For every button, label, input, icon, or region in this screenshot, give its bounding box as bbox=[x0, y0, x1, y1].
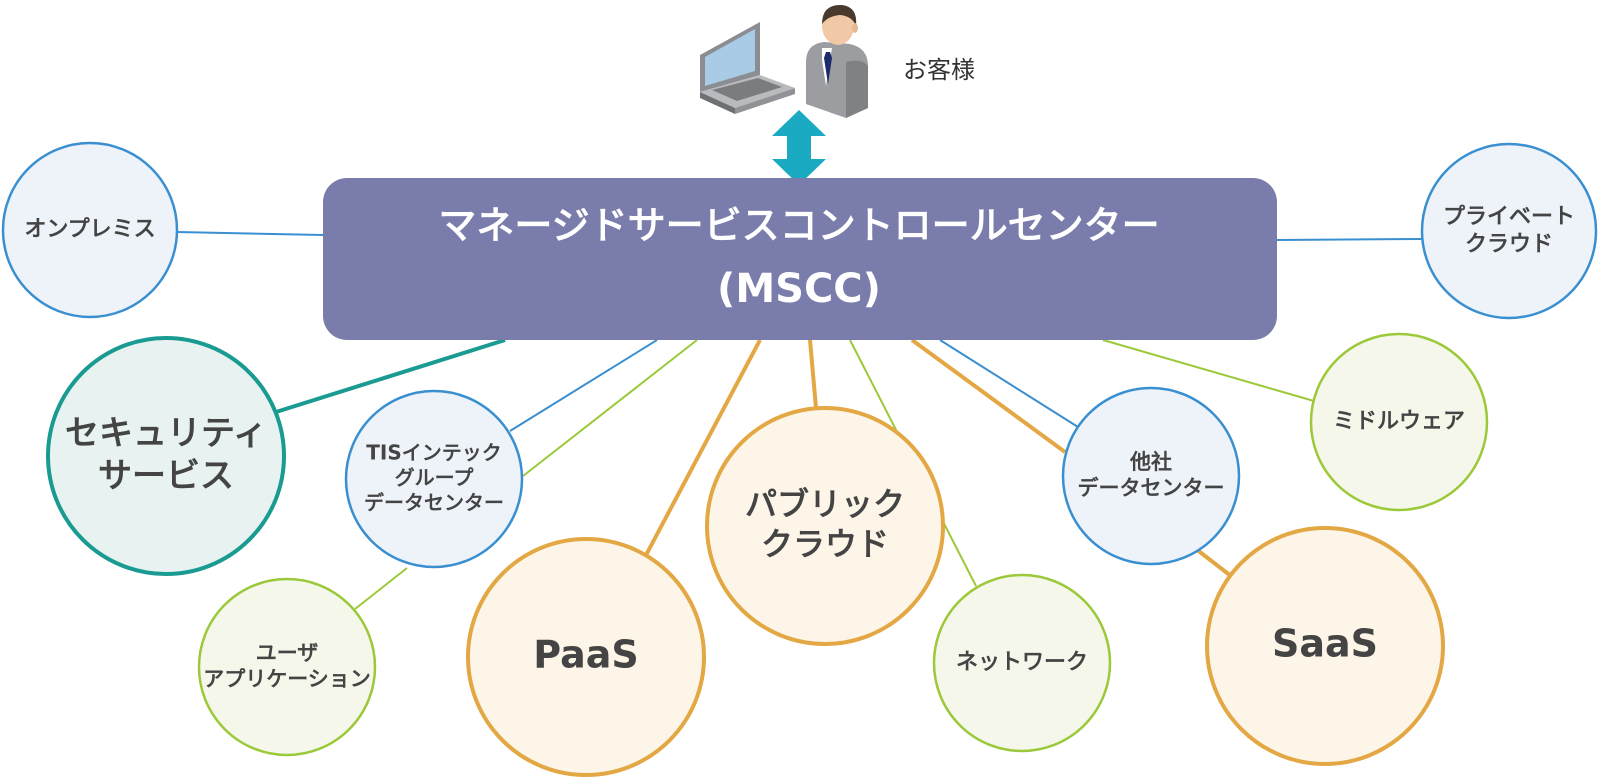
node-circle bbox=[197, 577, 377, 757]
node-label-line: グループ bbox=[395, 466, 475, 490]
node-label-line: クラウド bbox=[1465, 232, 1553, 257]
node-label-line: TISインテック bbox=[366, 441, 502, 465]
node-circle bbox=[466, 537, 706, 777]
connector-middleware bbox=[1102, 339, 1315, 402]
center-title-line1: マネージドサービスコントロールセンター bbox=[438, 204, 1159, 248]
connector-paas bbox=[643, 339, 762, 558]
node-saas: SaaS bbox=[1205, 526, 1445, 766]
center-title-line2: (MSCC) bbox=[717, 266, 881, 312]
customer-label: お客様 bbox=[903, 56, 975, 84]
connector-public-cloud bbox=[808, 339, 818, 409]
node-paas: PaaS bbox=[466, 537, 706, 777]
node-label-line: セキュリティ bbox=[65, 413, 267, 453]
laptop-icon bbox=[700, 22, 795, 114]
node-label-line: アプリケーション bbox=[203, 667, 371, 691]
node-label-line: データセンター bbox=[364, 491, 504, 515]
node-label-line: 他社 bbox=[1129, 450, 1172, 474]
center-box: マネージドサービスコントロールセンター (MSCC) bbox=[323, 178, 1277, 340]
node-label-line: サービス bbox=[98, 456, 234, 496]
node-label-line: プライベート bbox=[1443, 204, 1575, 229]
node-circle bbox=[1061, 386, 1241, 566]
connector-saas bbox=[910, 338, 1067, 454]
node-circle bbox=[1309, 332, 1489, 512]
node-label-line: SaaS bbox=[1272, 622, 1378, 666]
connector-user-application bbox=[354, 567, 408, 610]
node-label-line: ミドルウェア bbox=[1333, 409, 1465, 434]
connector-lines bbox=[176, 231, 1423, 610]
node-on-premises: オンプレミス bbox=[1, 141, 179, 319]
node-circle bbox=[1420, 142, 1598, 320]
node-label-line: オンプレミス bbox=[24, 217, 155, 242]
node-label-line: クラウド bbox=[761, 525, 889, 563]
node-circle bbox=[344, 389, 524, 569]
connector-on-premises bbox=[176, 231, 324, 236]
node-label-line: ネットワーク bbox=[956, 650, 1088, 675]
connector-extra-1 bbox=[1194, 547, 1233, 578]
node-circle bbox=[1, 141, 179, 319]
node-middleware: ミドルウェア bbox=[1309, 332, 1489, 512]
node-label-line: パブリック bbox=[745, 485, 905, 523]
node-circles: オンプレミスプライベートクラウドセキュリティサービスTISインテックグループデー… bbox=[1, 141, 1598, 777]
connector-tis-datacenter bbox=[509, 339, 658, 432]
person-icon bbox=[806, 4, 868, 118]
connector-security-service bbox=[275, 338, 506, 414]
node-label-line: データセンター bbox=[1078, 476, 1225, 500]
node-circle bbox=[705, 406, 945, 646]
connector-other-datacenter bbox=[939, 339, 1079, 428]
node-label-line: PaaS bbox=[533, 633, 638, 677]
connector-private-cloud bbox=[1276, 238, 1423, 241]
double-arrow-icon bbox=[772, 110, 826, 185]
node-circle bbox=[1205, 526, 1445, 766]
connector-extra-0 bbox=[522, 339, 698, 477]
node-label-line: ユーザ bbox=[256, 641, 319, 665]
node-network: ネットワーク bbox=[932, 573, 1112, 753]
node-circle bbox=[46, 336, 286, 576]
node-circle bbox=[932, 573, 1112, 753]
